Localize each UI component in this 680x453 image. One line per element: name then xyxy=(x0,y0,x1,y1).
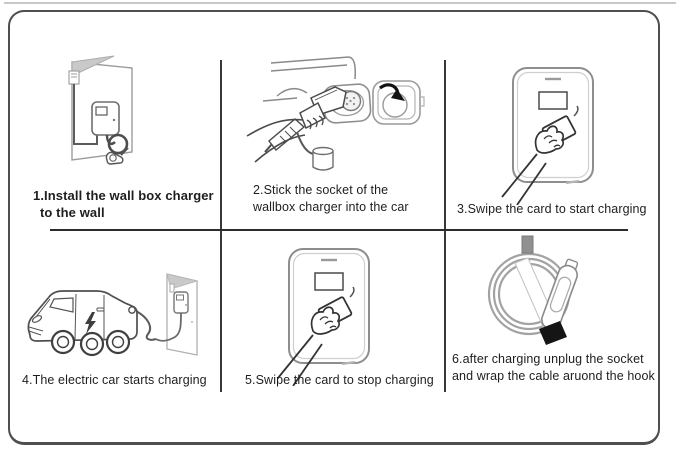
step-6-caption-line-2: and wrap the cable aruond the hook xyxy=(452,369,655,383)
step-3-caption: 3.Swipe the card to start charging xyxy=(457,201,647,218)
step-4-caption: 4.The electric car starts charging xyxy=(22,372,207,389)
step-1-caption-line-1: 1.Install the wall box charger xyxy=(33,188,214,203)
step-2-caption: 2.Stick the socket of the wallbox charge… xyxy=(253,182,409,216)
step-1-caption: 1.Install the wall box charger to the wa… xyxy=(33,187,214,221)
swipe-card-stop-illustration xyxy=(277,248,370,386)
step-2-caption-line-1: 2.Stick the socket of the xyxy=(253,183,389,197)
vertical-divider-2 xyxy=(444,60,446,392)
step-1-caption-line-2: to the wall xyxy=(40,205,105,220)
horizontal-divider xyxy=(50,229,628,231)
step-5-caption: 5.Swipe the card to stop charging xyxy=(245,372,434,389)
plug-into-car-port-illustration xyxy=(246,56,425,171)
step-5-caption-line-1: 5.Swipe the card to stop charging xyxy=(245,373,434,387)
step-6-caption-line-1: 6.after charging unplug the socket xyxy=(452,352,644,366)
car-charging-illustration xyxy=(27,273,199,357)
wallbox-on-wall-illustration xyxy=(68,55,133,165)
vertical-divider-1 xyxy=(220,60,222,392)
step-2-caption-line-2: wallbox charger into the car xyxy=(253,200,409,214)
step-6-caption: 6.after charging unplug the socket and w… xyxy=(452,351,655,385)
swipe-card-start-illustration xyxy=(501,67,594,205)
step-4-caption-line-1: 4.The electric car starts charging xyxy=(22,373,207,387)
step-3-caption-line-1: 3.Swipe the card to start charging xyxy=(457,202,647,216)
cable-on-hook-illustration xyxy=(487,235,579,345)
page-top-edge-line xyxy=(4,2,676,4)
outer-rounded-frame xyxy=(8,10,660,445)
